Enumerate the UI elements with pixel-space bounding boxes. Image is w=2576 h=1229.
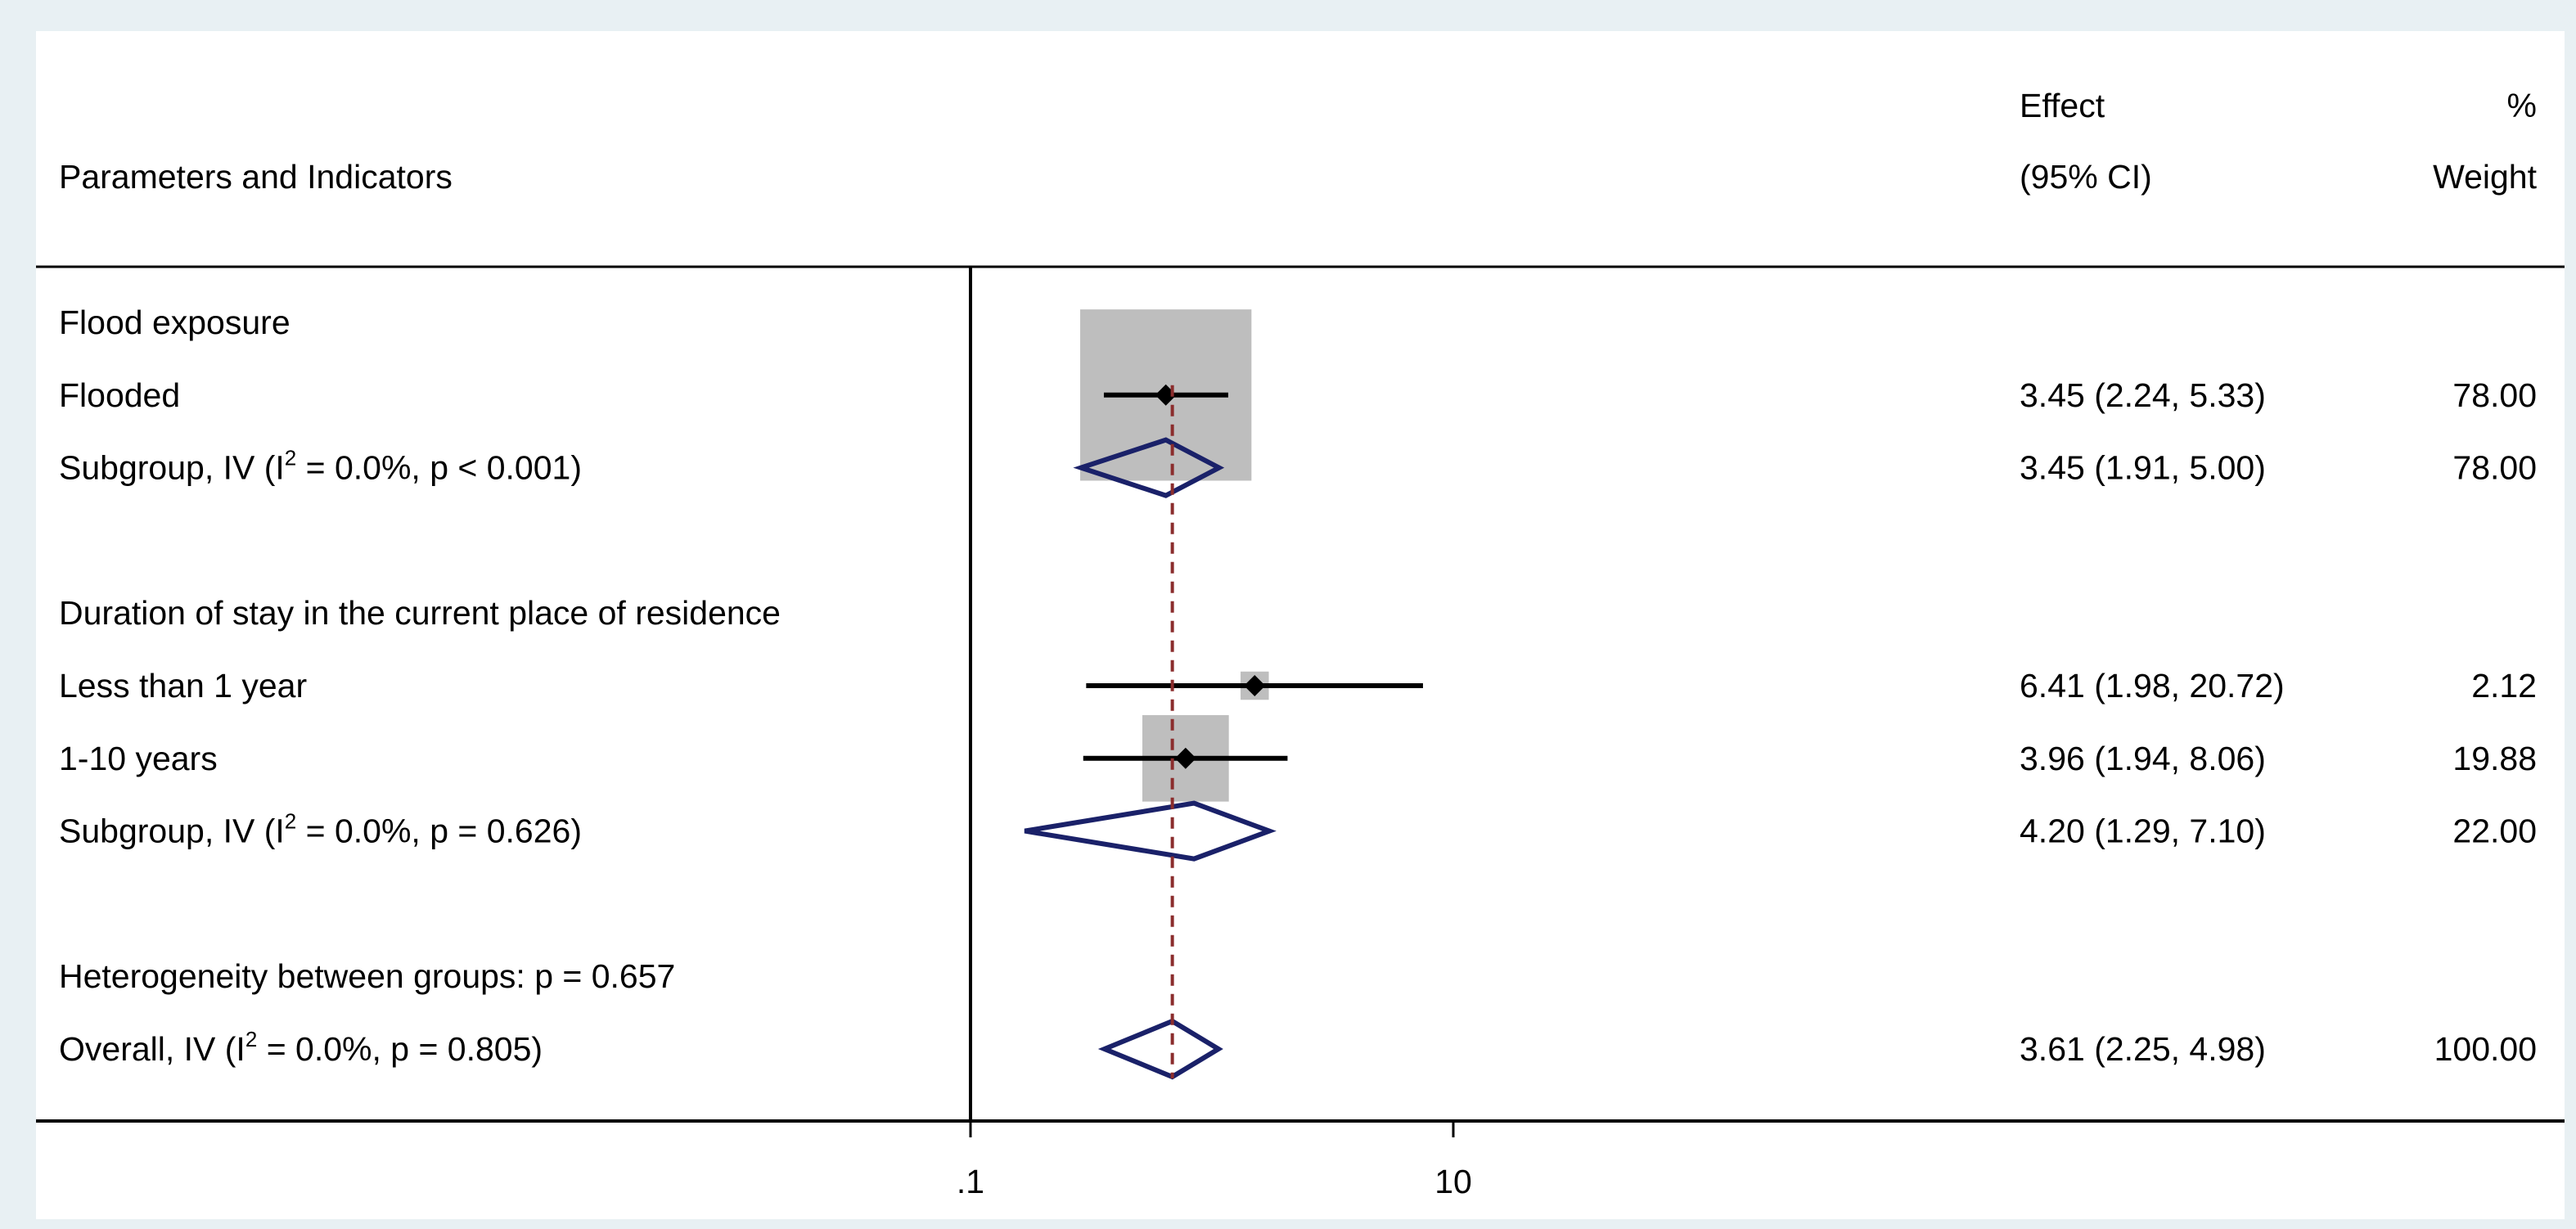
subgroup-diamond xyxy=(1024,800,1277,862)
subgroup-label-stats: = 0.0%, p = 0.626) xyxy=(296,813,582,850)
x-tick-label: 10 xyxy=(1434,1163,1472,1200)
effect-ci-value: 3.45 (2.24, 5.33) xyxy=(2020,376,2266,414)
subgroup-label-stats: = 0.0%, p < 0.001) xyxy=(296,449,582,487)
effect-ci-value: 3.61 (2.25, 4.98) xyxy=(2020,1030,2266,1068)
group-heading: Flood exposure xyxy=(59,304,290,341)
forest-plot-panel: Parameters and Indicators Effect (95% CI… xyxy=(36,31,2565,1219)
weight-value: 2.12 xyxy=(2471,667,2537,705)
subgroup-label: Subgroup, IV (I2 = 0.0%, p < 0.001) xyxy=(59,446,582,487)
group-heading: Heterogeneity between groups: p = 0.657 xyxy=(59,957,675,995)
header-effect-label: Effect xyxy=(2020,87,2105,124)
subgroup-diamond xyxy=(1073,437,1225,498)
study-label: 1-10 years xyxy=(59,740,218,777)
study-label: Flooded xyxy=(59,376,180,414)
effect-ci-value: 3.45 (1.91, 5.00) xyxy=(2020,449,2266,487)
subgroup-label-text: Subgroup, IV (I xyxy=(59,813,285,850)
header-parameters-label: Parameters and Indicators xyxy=(59,158,453,196)
header-percent-label: % xyxy=(2507,87,2537,124)
study-point-estimate xyxy=(1244,675,1266,696)
header-weight-label: Weight xyxy=(2433,158,2537,196)
weight-value: 22.00 xyxy=(2452,813,2537,850)
overall-diamond xyxy=(1097,1018,1223,1080)
study-point-estimate xyxy=(1174,747,1196,769)
overall-label: Overall, IV (I2 = 0.0%, p = 0.805) xyxy=(59,1027,543,1068)
overall-label-text: Overall, IV (I xyxy=(59,1030,245,1068)
x-tick-label: .1 xyxy=(957,1163,984,1200)
weight-value: 78.00 xyxy=(2452,376,2537,414)
i-squared-superscript: 2 xyxy=(285,809,296,834)
effect-ci-value: 6.41 (1.98, 20.72) xyxy=(2020,667,2285,705)
effect-ci-value: 4.20 (1.29, 7.10) xyxy=(2020,813,2266,850)
group-heading: Duration of stay in the current place of… xyxy=(59,594,781,632)
weight-value: 100.00 xyxy=(2434,1030,2537,1068)
header-ci-label: (95% CI) xyxy=(2020,158,2152,196)
study-label: Less than 1 year xyxy=(59,667,307,705)
subgroup-label: Subgroup, IV (I2 = 0.0%, p = 0.626) xyxy=(59,809,582,850)
effect-ci-value: 3.96 (1.94, 8.06) xyxy=(2020,740,2266,777)
overall-label-stats: = 0.0%, p = 0.805) xyxy=(257,1030,543,1068)
subgroup-label-text: Subgroup, IV (I xyxy=(59,449,285,487)
i-squared-superscript: 2 xyxy=(285,446,296,470)
forest-plot: Parameters and Indicators Effect (95% CI… xyxy=(36,87,2565,1200)
i-squared-superscript: 2 xyxy=(245,1027,257,1051)
weight-value: 78.00 xyxy=(2452,449,2537,487)
weight-value: 19.88 xyxy=(2452,740,2537,777)
